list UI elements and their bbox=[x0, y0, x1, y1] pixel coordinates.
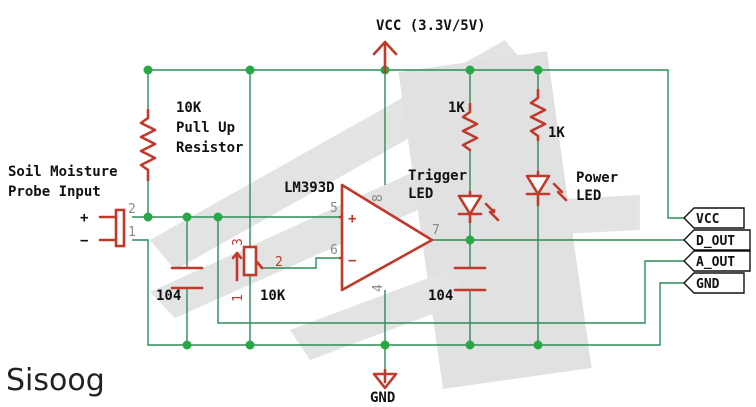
port-vcc: VCC bbox=[683, 207, 745, 229]
vcc-label: VCC (3.3V/5V) bbox=[376, 18, 486, 34]
comparator-name: LM393D bbox=[284, 180, 335, 196]
vcc-arrow-symbol: VCC (3.3V/5V) bbox=[372, 18, 486, 74]
trigger-led: Trigger LED bbox=[408, 168, 500, 224]
comparator-plus-sign: + bbox=[348, 211, 356, 227]
power-resistor: 1K bbox=[529, 88, 565, 142]
pullup-line2: Pull Up bbox=[176, 120, 235, 136]
gnd-symbol: GND bbox=[370, 368, 398, 406]
probe-pin-1: 1 bbox=[128, 225, 136, 240]
trigger-resistor: 1K bbox=[448, 100, 479, 152]
probe-pin-2: 2 bbox=[128, 202, 136, 217]
comparator-pin-4: 4 bbox=[371, 284, 386, 292]
background-sensor-photo bbox=[150, 40, 640, 389]
probe-title-line2: Probe Input bbox=[8, 184, 101, 200]
probe-connector: + − 2 1 Soil Moisture Probe Input bbox=[8, 164, 136, 249]
port-a-out-label: A_OUT bbox=[696, 255, 735, 270]
sisoog-logo: Sisoog bbox=[6, 363, 105, 398]
pullup-value: 10K bbox=[176, 100, 202, 116]
comparator-lm393d: + − LM393D 5 6 7 8 4 bbox=[284, 180, 440, 292]
port-gnd-label: GND bbox=[696, 277, 720, 292]
power-led: Power LED bbox=[525, 170, 618, 207]
comparator-pin-8: 8 bbox=[371, 194, 386, 202]
port-d-out-label: D_OUT bbox=[696, 234, 735, 249]
capacitor-right: 104 bbox=[428, 266, 487, 304]
comparator-pin-7: 7 bbox=[432, 223, 440, 238]
cap-right-value: 104 bbox=[428, 288, 453, 304]
pullup-line3: Resistor bbox=[176, 140, 243, 156]
power-led-line1: Power bbox=[576, 170, 618, 186]
potentiometer: 3 1 2 10K bbox=[231, 238, 286, 304]
pot-pin-1: 1 bbox=[231, 294, 246, 302]
pot-value: 10K bbox=[260, 288, 286, 304]
comparator-pin-5: 5 bbox=[330, 201, 338, 216]
comparator-pin-6: 6 bbox=[330, 243, 338, 258]
port-vcc-label: VCC bbox=[696, 212, 719, 227]
output-ports: VCC D_OUT A_OUT GND bbox=[683, 207, 751, 294]
wires bbox=[132, 55, 684, 370]
capacitor-left: 104 bbox=[156, 266, 204, 304]
trigger-led-line1: Trigger bbox=[408, 168, 467, 184]
trigger-led-line2: LED bbox=[408, 186, 433, 202]
port-gnd: GND bbox=[683, 272, 745, 294]
gnd-label: GND bbox=[370, 390, 395, 406]
junction-dots bbox=[143, 65, 543, 350]
probe-minus-sign: − bbox=[80, 233, 88, 249]
cap-left-value: 104 bbox=[156, 288, 181, 304]
sisoog-logo-text: Sisoog bbox=[6, 363, 105, 398]
pot-pin-3: 3 bbox=[231, 238, 246, 246]
pullup-resistor: 10K Pull Up Resistor bbox=[139, 100, 243, 182]
port-d-out: D_OUT bbox=[683, 229, 751, 251]
trigger-res-value: 1K bbox=[448, 100, 465, 116]
power-led-line2: LED bbox=[576, 188, 601, 204]
power-res-value: 1K bbox=[548, 125, 565, 141]
port-a-out: A_OUT bbox=[683, 250, 751, 272]
probe-title-line1: Soil Moisture bbox=[8, 164, 118, 180]
pot-pin-2: 2 bbox=[275, 255, 283, 270]
probe-plus-sign: + bbox=[80, 210, 88, 226]
comparator-minus-sign: − bbox=[348, 253, 356, 269]
